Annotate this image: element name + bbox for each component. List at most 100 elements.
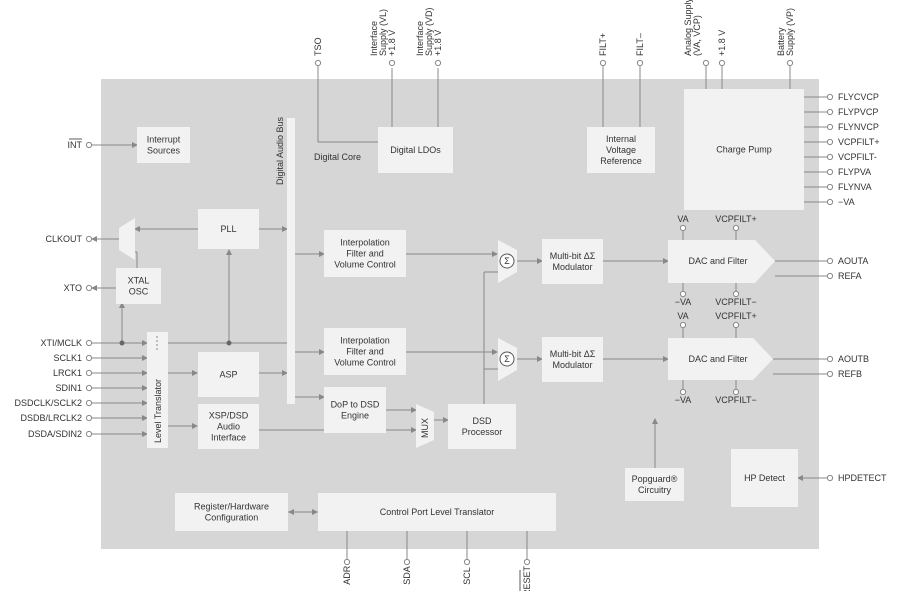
popguard-text: Circuitry <box>638 485 671 495</box>
dac-tap-label: −VA <box>675 395 692 405</box>
reg-text: Configuration <box>205 513 259 523</box>
left-pin-label: CLKOUT <box>45 234 82 244</box>
vref-text: Internal <box>606 134 636 144</box>
pin-6-circle <box>85 384 93 392</box>
xtal-osc-block <box>116 268 161 304</box>
register-config-block <box>175 493 288 531</box>
top-pin-label: TSO <box>313 37 323 56</box>
bottom-pin-circle <box>463 558 471 566</box>
top-pin-circle <box>636 59 644 67</box>
pin-2-circle <box>85 284 93 292</box>
cplt-text: Control Port Level Translator <box>380 507 495 517</box>
right-pin-label: VCPFILT+ <box>838 137 880 147</box>
xsp-text: Audio <box>217 422 240 432</box>
mod2-text: Multi-bit ΔΣ <box>550 349 596 359</box>
top-pin-circle <box>786 59 794 67</box>
dac-tap-circle <box>679 290 687 298</box>
junction-dot <box>119 340 125 346</box>
right-pin-label: FLYNVCP <box>838 122 879 132</box>
out-pin-circle <box>826 272 834 280</box>
top-pin-label: +1.8 V <box>387 30 397 56</box>
top-pin-circle <box>702 59 710 67</box>
top-pin-label: FILT– <box>635 33 645 56</box>
dsd-text: DSD <box>472 416 492 426</box>
bottom-pin-label: SCL <box>462 567 472 585</box>
right-pin-label: HPDETECT <box>838 473 887 483</box>
top-pin-label: Interface <box>369 21 379 56</box>
dop-text: Engine <box>341 411 369 421</box>
left-pin-label: DSDA/SDIN2 <box>28 429 82 439</box>
cp-pin-circle <box>826 138 834 146</box>
bus-label: Digital Audio Bus <box>275 116 285 185</box>
top-pin-circle <box>314 59 322 67</box>
pin-7-circle <box>85 399 93 407</box>
vref-text: Reference <box>600 156 642 166</box>
dac-tap-label: −VA <box>675 297 692 307</box>
vref-text: Voltage <box>606 145 636 155</box>
digital-core-label: Digital Core <box>314 152 361 162</box>
dop-block <box>324 387 386 433</box>
sigma2-label: Σ <box>504 354 510 364</box>
cp-pin-circle <box>826 123 834 131</box>
dac-tap-circle <box>732 321 740 329</box>
bottom-pin-circle <box>343 558 351 566</box>
dac-tap-circle <box>732 388 740 396</box>
right-pin-label: AOUTB <box>838 354 869 364</box>
pin-layer: INTCLKOUTXTOXTI/MCLKSCLK1LRCK1SDIN1DSDCL… <box>14 0 887 591</box>
reg-text: Register/Hardware <box>194 502 269 512</box>
pin-0-circle <box>85 141 93 149</box>
pin-3-circle <box>85 339 93 347</box>
top-pin-circle <box>718 59 726 67</box>
dsd-text: Processor <box>462 427 503 437</box>
dac-tap-circle <box>679 388 687 396</box>
left-pin-label: INT <box>68 140 83 150</box>
interp2-text: Interpolation <box>340 336 390 346</box>
sigma2-circle <box>499 351 515 367</box>
dsd-processor-block <box>448 404 516 449</box>
mod2-block <box>542 337 603 382</box>
pin-1-circle <box>85 235 93 243</box>
cp-pin-circle <box>826 168 834 176</box>
cp-pin-circle <box>826 108 834 116</box>
interrupt-text: Interrupt <box>147 135 181 145</box>
mod1-block <box>542 239 603 284</box>
xsp-block <box>198 404 259 449</box>
ldo-text: Digital LDOs <box>390 145 441 155</box>
dac-tap-circle <box>679 321 687 329</box>
dac-tap-label: VCPFILT− <box>715 395 757 405</box>
mod1-text: Multi-bit ΔΣ <box>550 251 596 261</box>
bottom-pin-label: RESET <box>522 565 532 591</box>
interrupt-sources-block <box>137 127 190 163</box>
left-pin-label: XTO <box>64 283 82 293</box>
dac2-text: DAC and Filter <box>688 354 747 364</box>
mod2-text: Modulator <box>552 360 592 370</box>
digital-audio-bus <box>287 118 295 404</box>
right-pin-label: REFB <box>838 369 862 379</box>
bottom-pin-label: SDA <box>402 566 412 585</box>
dac2-block <box>668 338 773 380</box>
level-translator-label: Level Translator <box>153 379 163 443</box>
cp-pin-circle <box>826 93 834 101</box>
dac-tap-label: VCPFILT− <box>715 297 757 307</box>
bottom-pin-circle <box>403 558 411 566</box>
junction-dot <box>226 340 232 346</box>
block-text-layer: InterruptSourcesPLLXTALOSCASPXSP/DSDAudi… <box>128 134 786 523</box>
bidir-arrow <box>288 509 318 515</box>
right-pin-label: FLYCVCP <box>838 92 879 102</box>
interp1-text: Filter and <box>346 249 384 259</box>
left-pin-label: XTI/MCLK <box>40 338 82 348</box>
pin-4-circle <box>85 354 93 362</box>
asp-text: ASP <box>219 370 237 380</box>
top-pin-label: +1.8 V <box>717 30 727 56</box>
vref-block <box>587 127 655 173</box>
pin-8-circle <box>85 414 93 422</box>
right-pin-label: AOUTA <box>838 256 868 266</box>
mux-label: MUX <box>420 418 430 438</box>
xtal-text: OSC <box>129 287 149 297</box>
interp1-text: Interpolation <box>340 238 390 248</box>
top-pin-label: Battery <box>776 27 786 56</box>
interrupt-text: Sources <box>147 146 181 156</box>
pin-9-circle <box>85 430 93 438</box>
bottom-pin-label: ADR <box>342 565 352 585</box>
